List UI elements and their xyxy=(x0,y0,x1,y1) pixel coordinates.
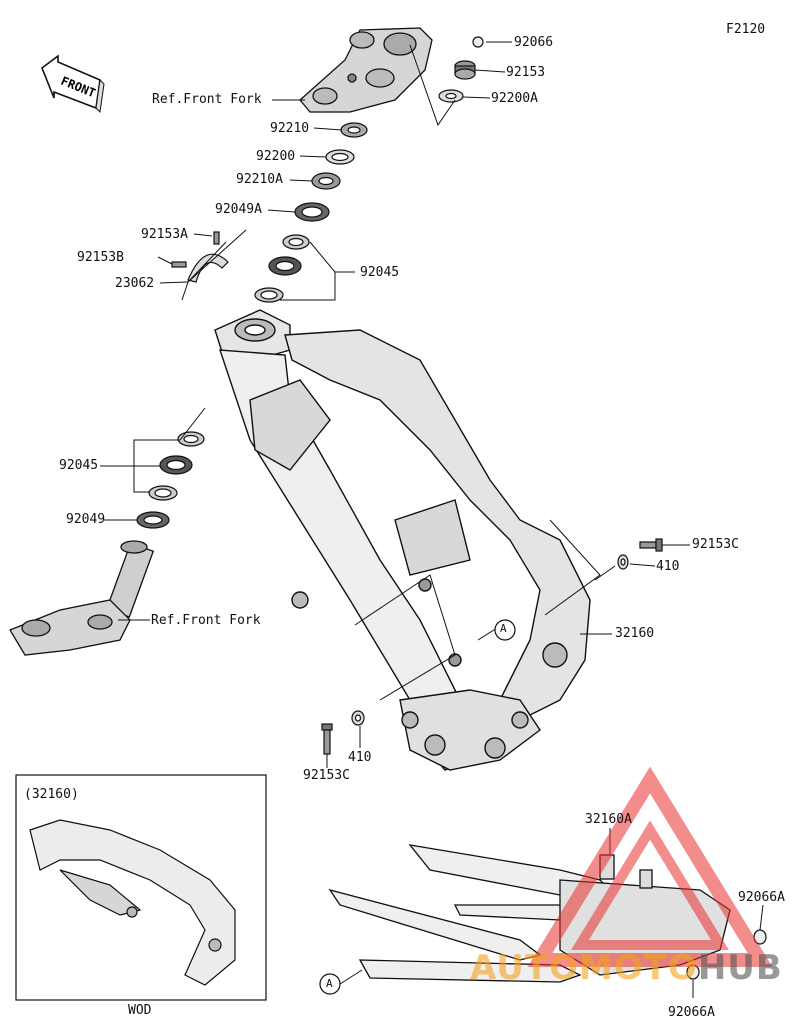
lower-triple-clamp xyxy=(9,540,155,656)
watermark-text: AUTOMOTOHUB xyxy=(470,948,783,988)
callout-a-main: A xyxy=(500,622,507,635)
inset-box xyxy=(15,774,267,1001)
ref-front-fork-upper: Ref.Front Fork xyxy=(152,92,262,107)
label-92045-lower: 92045 xyxy=(59,458,99,473)
label-92210: 92210 xyxy=(270,121,310,136)
label-92049A: 92049A xyxy=(215,202,262,217)
label-92153B: 92153B xyxy=(77,250,124,265)
leader-lines-right xyxy=(544,519,690,635)
label-92153: 92153 xyxy=(506,65,546,80)
seal-92049-icon xyxy=(136,511,170,529)
leader-lines-bottom xyxy=(326,574,498,768)
label-92066A-bottom: 92066A xyxy=(668,1005,715,1020)
label-410-right: 410 xyxy=(656,559,680,574)
inset-frame-drawing xyxy=(29,819,236,986)
front-arrow-icon: FRONT xyxy=(41,54,105,114)
inset-caption: WOD xyxy=(128,1003,152,1018)
label-92200A: 92200A xyxy=(491,91,538,106)
label-23062: 23062 xyxy=(115,276,155,291)
watermark-part2: MOTO xyxy=(578,948,698,988)
label-92045-upper: 92045 xyxy=(360,265,400,280)
label-92153A: 92153A xyxy=(141,227,188,242)
cap-92066-icon xyxy=(472,36,484,48)
bearing-92045-upper-icon xyxy=(254,234,310,303)
ref-front-fork-lower: Ref.Front Fork xyxy=(151,613,261,628)
washer-410-bottom-icon xyxy=(351,710,365,726)
label-32160A: 32160A xyxy=(585,812,632,827)
label-92049: 92049 xyxy=(66,512,106,527)
label-92200: 92200 xyxy=(256,149,296,164)
nut-92210-icon xyxy=(340,122,368,138)
label-92153C-right: 92153C xyxy=(692,537,739,552)
label-410-bottom: 410 xyxy=(348,750,372,765)
label-92210A: 92210A xyxy=(236,172,283,187)
callout-a-main-icon xyxy=(494,619,516,641)
watermark-part3: HUB xyxy=(697,948,783,988)
callout-a-sub: A xyxy=(326,977,333,990)
washer-410-right-icon xyxy=(617,554,629,570)
seal-92049A-icon xyxy=(294,202,330,222)
washer-92200A-icon xyxy=(438,89,464,103)
bolt-92153C-bottom-icon xyxy=(321,723,333,755)
leader-lines-upper xyxy=(157,41,512,301)
bearing-92045-lower-icon xyxy=(148,431,205,501)
figure-code: F2120 xyxy=(726,22,766,37)
nut-92153-icon xyxy=(454,60,476,80)
label-32160: 32160 xyxy=(615,626,655,641)
nut-92210A-icon xyxy=(311,172,341,190)
leader-lines-lower-left xyxy=(100,407,206,621)
bolt-92153C-right-icon xyxy=(639,538,663,552)
label-92066: 92066 xyxy=(514,35,554,50)
upper-triple-clamp xyxy=(299,27,433,113)
main-frame-32160 xyxy=(214,309,591,771)
label-92153C-bottom: 92153C xyxy=(303,768,350,783)
washer-92200-icon xyxy=(325,149,355,165)
watermark-part1: AUTO xyxy=(470,948,579,988)
inset-title: (32160) xyxy=(24,787,79,802)
label-92066A-right: 92066A xyxy=(738,890,785,905)
watermark-logo-icon xyxy=(527,766,773,967)
